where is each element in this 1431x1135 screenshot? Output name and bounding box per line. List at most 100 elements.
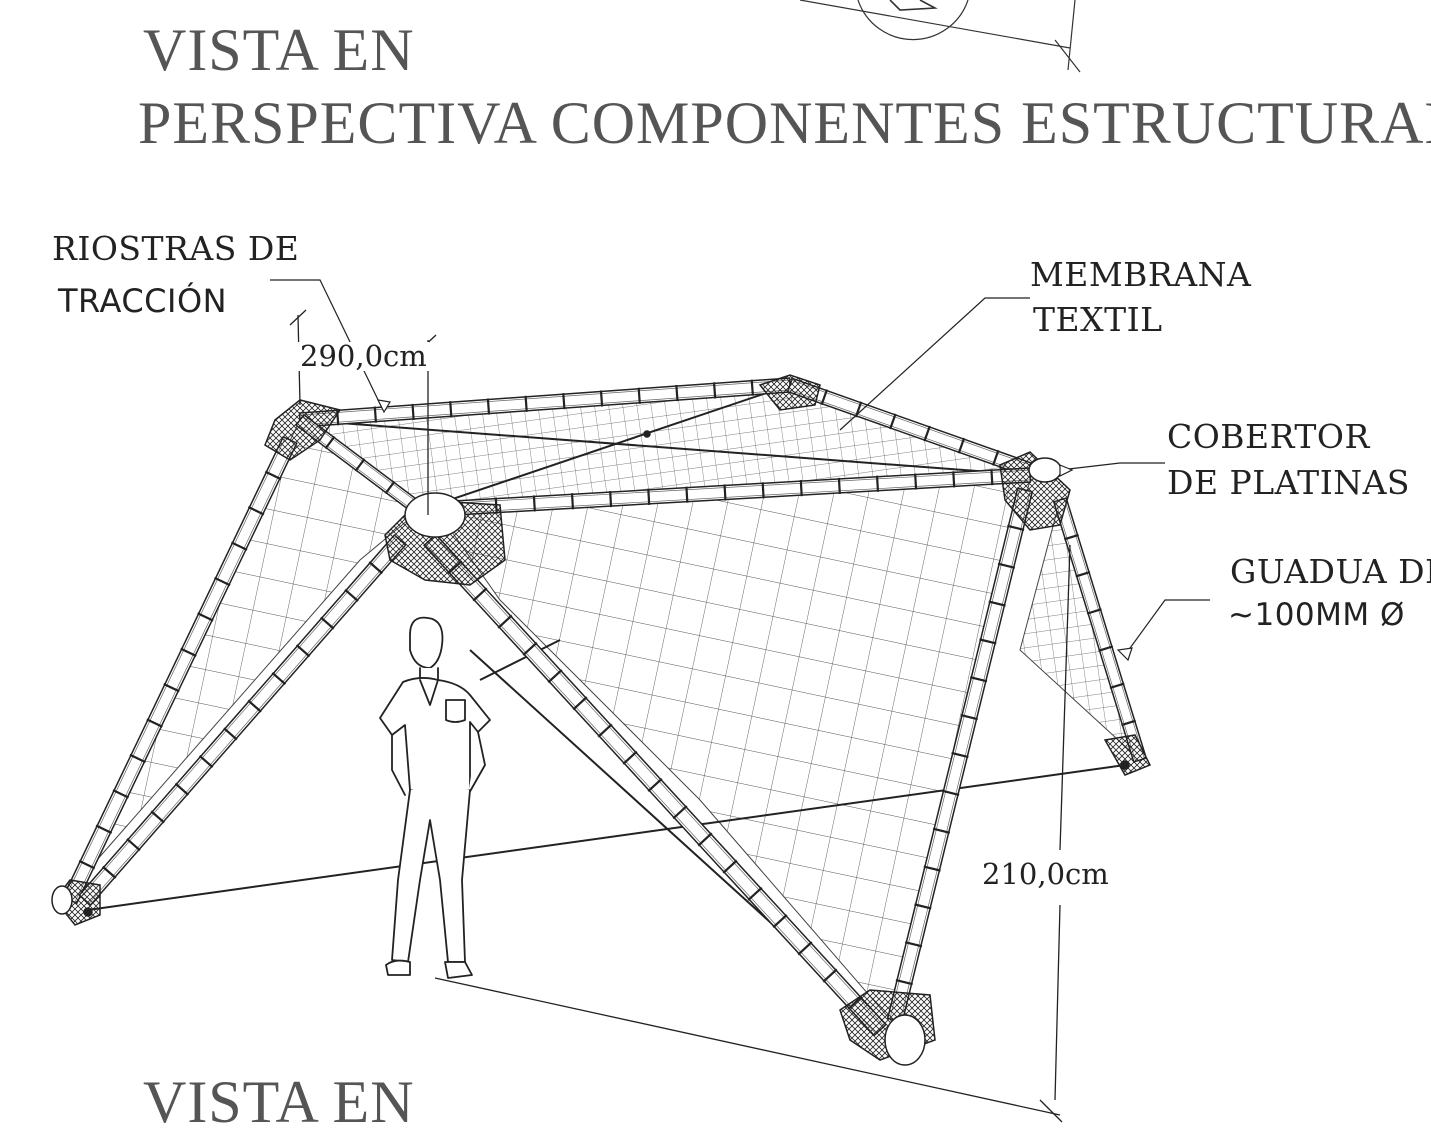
- pole-node-ring: [672, 805, 688, 820]
- callout-cobertor-line1: COBERTOR: [1167, 417, 1370, 456]
- pole-node-ring: [904, 941, 923, 948]
- pole-node-ring: [923, 865, 941, 872]
- pole-node-ring: [532, 495, 536, 512]
- pole-node-ring: [180, 647, 197, 658]
- pole-node-ring: [344, 588, 359, 602]
- pole-node-ring: [597, 723, 613, 738]
- pole-node-ring: [126, 838, 141, 852]
- pole-node-ring: [979, 638, 997, 645]
- pole-node-ring: [895, 979, 913, 986]
- pole-node-ring: [772, 914, 788, 929]
- pole-node-ring: [997, 562, 1016, 569]
- pole-grain-line: [1064, 498, 1145, 759]
- pole-grain-line: [88, 543, 405, 904]
- pole-node-ring: [295, 644, 311, 658]
- pole-node-ring: [969, 676, 988, 683]
- textile-membrane: [74, 384, 1142, 1027]
- pole-node-ring: [449, 401, 453, 418]
- pole-node-ring: [320, 616, 335, 630]
- pole-node-ring: [1098, 645, 1114, 652]
- pole-node-ring: [990, 469, 994, 486]
- pole-grain-line: [788, 389, 1029, 475]
- pole-node-ring: [95, 824, 113, 834]
- pole-node-ring: [799, 480, 803, 497]
- partial-detail-view: [799, 0, 1081, 73]
- pole-node-ring: [570, 493, 575, 510]
- pole-node-ring: [723, 484, 727, 501]
- callout-riostras-line2: TRACCIÓN: [58, 282, 228, 320]
- pole-node-ring: [214, 576, 231, 587]
- pole-node-ring: [889, 413, 897, 430]
- pole-node-ring: [163, 682, 180, 693]
- pole-node-ring: [637, 387, 641, 404]
- pole-node-ring: [486, 398, 491, 415]
- pole-node-ring: [675, 384, 679, 402]
- pole-node-ring: [952, 471, 956, 488]
- pole-node-ring: [914, 903, 932, 910]
- pole-node-ring: [562, 393, 566, 410]
- pole-node-ring: [1086, 608, 1102, 615]
- pole-grain-line: [300, 389, 791, 426]
- title-top-line1: VISTA EN: [143, 17, 415, 83]
- pole-node-ring: [647, 777, 663, 793]
- pole-node-ring: [914, 473, 918, 490]
- pole-node-ring: [497, 614, 513, 629]
- pole-node-ring: [822, 968, 838, 983]
- pole-node-ring: [942, 789, 960, 796]
- pole-node-ring: [960, 714, 978, 721]
- pole-node-ring: [197, 612, 214, 622]
- pole-node-ring: [472, 587, 488, 602]
- pole-grain-line: [74, 442, 296, 903]
- pole-node-ring: [146, 718, 163, 728]
- pole-node-ring: [951, 751, 969, 759]
- pole-grain-line: [299, 379, 790, 416]
- dimension-depth-label: 210,0cm: [980, 857, 1111, 891]
- pole-node-ring: [1063, 533, 1079, 541]
- pole-node-ring: [129, 753, 146, 764]
- pole-node-ring: [712, 382, 717, 399]
- human-scale-figure-icon: [379, 616, 491, 979]
- callout-membrana-line2: TEXTIL: [1033, 300, 1163, 339]
- pole-node-ring: [102, 865, 117, 879]
- pole-node-ring: [599, 390, 604, 407]
- pole-node-ring: [991, 449, 1000, 466]
- pole-node-ring: [373, 406, 378, 423]
- pole-node-ring: [547, 669, 563, 684]
- pole-node-ring: [572, 696, 588, 711]
- pole-node-ring: [647, 488, 651, 505]
- pole-grain-line: [791, 380, 1032, 466]
- pole-node-ring: [1109, 682, 1125, 689]
- pole-node-ring: [324, 435, 336, 450]
- pole-node-ring: [230, 541, 248, 551]
- pole-node-ring: [112, 789, 130, 799]
- pole-node-ring: [223, 727, 238, 741]
- pole-node-ring: [820, 389, 829, 406]
- title-top-line2: PERSPECTIVA COMPONENTES ESTRUCTURALES: [138, 90, 1431, 156]
- pole-node-ring: [247, 506, 265, 516]
- pole-node-ring: [697, 832, 713, 847]
- pole-node-ring: [932, 827, 951, 834]
- pole-node-ring: [837, 477, 841, 495]
- pole-node-ring: [411, 403, 415, 421]
- pole-node-ring: [1121, 719, 1137, 727]
- callout-cobertor-line2: DE PLATINAS: [1167, 463, 1411, 502]
- pole-node-ring: [150, 810, 165, 824]
- pole-node-ring: [1075, 571, 1091, 578]
- pole-node-ring: [797, 941, 813, 956]
- pole-node-ring: [875, 475, 880, 492]
- pole-grain-line: [80, 536, 397, 897]
- pole-node-ring: [174, 782, 190, 796]
- dimension-lines: [289, 309, 1071, 1123]
- pole-node-ring: [988, 600, 1006, 607]
- pole-node-ring: [957, 437, 966, 454]
- title-bottom-line1: VISTA EN: [143, 1069, 415, 1135]
- pole-node-ring: [368, 561, 383, 575]
- pole-node-ring: [198, 755, 214, 769]
- pole-node-ring: [354, 458, 366, 472]
- leader-lines: [270, 279, 1210, 662]
- pole-node-ring: [247, 699, 262, 713]
- callout-guadua-line2: ~100MM Ø: [1228, 597, 1405, 633]
- pole-node-ring: [264, 470, 282, 481]
- callout-riostras-line1: RIOSTRAS DE: [52, 229, 300, 268]
